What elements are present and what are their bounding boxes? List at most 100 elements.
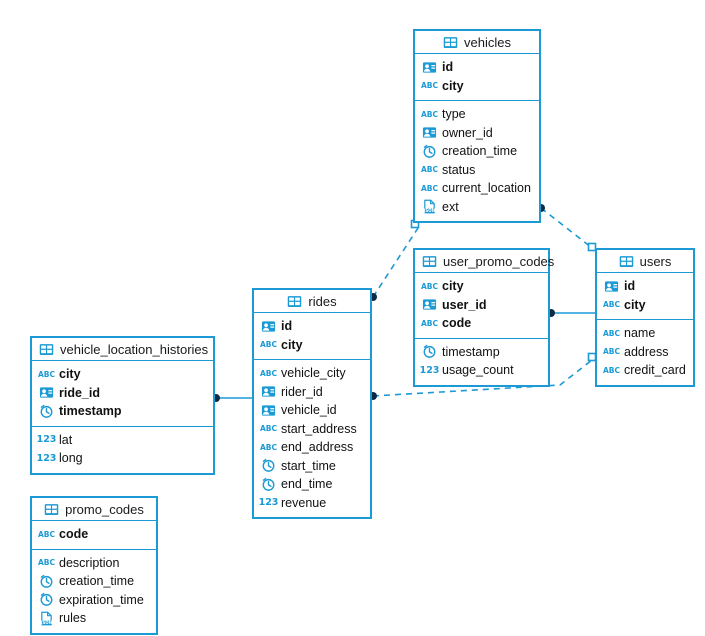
table-icon	[287, 294, 302, 309]
column-name: city	[624, 297, 646, 312]
column-name: start_time	[281, 458, 336, 473]
table-header-promo_codes[interactable]: promo_codes	[32, 498, 156, 521]
column-name: vehicle_city	[281, 366, 346, 380]
column-name: creation_time	[442, 144, 518, 158]
column-row[interactable]: expiration_time	[32, 591, 156, 610]
column-name: current_location	[442, 181, 531, 195]
svg-text:JSON: JSON	[40, 620, 52, 625]
abc-string-icon: ABC	[420, 109, 439, 119]
table-icon	[422, 254, 437, 269]
primary-key-row[interactable]: timestamp	[32, 402, 213, 421]
table-header-users[interactable]: users	[597, 250, 693, 273]
abc-string-icon: ABC	[37, 558, 56, 567]
table-header-user_promo_codes[interactable]: user_promo_codes	[415, 250, 554, 273]
column-row[interactable]: start_time	[254, 457, 370, 476]
primary-key-row[interactable]: id	[254, 317, 370, 336]
uuid-key-icon	[422, 297, 437, 312]
123-number-icon: 123	[36, 434, 57, 445]
clock-timestamp-icon	[39, 592, 54, 607]
json-file-icon: JSON	[422, 199, 437, 214]
abc-string-icon: ABC	[37, 529, 56, 539]
column-name: code	[59, 527, 89, 541]
table-title: user_promo_codes	[443, 253, 555, 269]
relationship-vehicle_location_histories-rides	[212, 394, 252, 402]
column-name: type	[442, 107, 466, 121]
column-row[interactable]: creation_time	[415, 142, 539, 161]
column-row[interactable]: timestamp	[415, 343, 548, 362]
column-row[interactable]: creation_time	[32, 572, 156, 591]
column-name: city	[442, 78, 464, 93]
column-row[interactable]: JSON rules	[32, 609, 156, 628]
table-title: promo_codes	[65, 501, 144, 517]
primary-key-row[interactable]: ride_id	[32, 384, 213, 403]
column-row[interactable]: end_time	[254, 475, 370, 494]
column-name: vehicle_id	[281, 403, 337, 417]
table-icon	[44, 502, 59, 517]
table-title: vehicles	[464, 34, 511, 50]
abc-string-icon: ABC	[602, 365, 621, 375]
column-row[interactable]: owner_id	[415, 124, 539, 143]
column-name: start_address	[281, 421, 357, 436]
column-name: user_id	[442, 297, 487, 312]
primary-key-row[interactable]: id	[597, 277, 693, 296]
column-name: address	[624, 344, 669, 359]
primary-key-row[interactable]: user_id	[415, 296, 548, 315]
abc-string-icon: ABC	[420, 81, 439, 90]
relationship-rides-vehicles	[369, 219, 420, 301]
column-name: rules	[59, 611, 87, 625]
primary-key-row[interactable]: id	[415, 58, 539, 77]
json-file-icon: JSON	[39, 611, 54, 626]
table-header-vehicle_location_histories[interactable]: vehicle_location_histories	[32, 338, 213, 361]
column-name: owner_id	[442, 125, 493, 140]
column-row[interactable]: vehicle_id	[254, 401, 370, 420]
column-name: city	[281, 337, 303, 352]
abc-string-icon: ABC	[259, 340, 278, 349]
123-number-icon: 123	[258, 497, 279, 508]
table-header-rides[interactable]: rides	[254, 290, 370, 313]
abc-string-icon: ABC	[602, 300, 621, 309]
clock-timestamp-icon	[39, 574, 54, 589]
column-row[interactable]: rider_id	[254, 383, 370, 402]
table-header-vehicles[interactable]: vehicles	[415, 31, 539, 54]
abc-string-icon: ABC	[420, 281, 439, 291]
clock-timestamp-icon	[422, 344, 437, 359]
column-name: timestamp	[442, 344, 500, 359]
relationship-user_promo_codes-users	[547, 309, 595, 317]
column-name: usage_count	[442, 363, 514, 377]
